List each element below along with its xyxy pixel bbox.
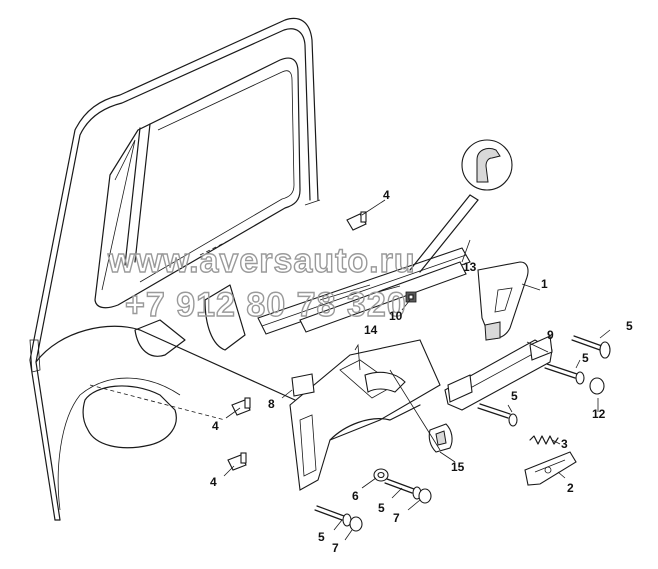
callout-2: 2: [567, 481, 574, 495]
handle-part-9: [444, 335, 553, 411]
callout-1: 1: [541, 277, 548, 291]
spring-part-3: [529, 435, 559, 445]
callout-5-bottom: 5: [318, 530, 325, 544]
callout-4-top: 4: [383, 188, 390, 202]
callout-10: 10: [389, 309, 403, 323]
screws-and-caps: [314, 335, 611, 532]
callout-13: 13: [463, 260, 477, 274]
callout-5-lower: 5: [378, 501, 385, 515]
watermark-phone: +7 912 80 78 320: [125, 286, 407, 324]
callout-9: 9: [547, 328, 554, 342]
leader-lines: [223, 199, 611, 541]
callout-15: 15: [451, 460, 465, 474]
guide-rail-part-13: [409, 194, 479, 273]
callout-12: 12: [592, 407, 606, 421]
callout-5-top-right: 5: [626, 319, 633, 333]
callout-4-middle: 4: [212, 419, 219, 433]
latch-plate-part-2: [524, 451, 577, 486]
callout-4-bottom: 4: [210, 475, 217, 489]
watermark-url: www.aversauto.ru: [107, 242, 416, 280]
callout-labels: 1 2 3 4 4 4 5 5 5 5 5 6 7 7 8 9 10 12 13…: [210, 188, 633, 555]
callout-6: 6: [352, 489, 359, 503]
watermark: www.aversauto.ru +7 912 80 78 320: [106, 241, 416, 324]
inner-trim-panel: [289, 339, 441, 491]
lock-bracket-part-1: [477, 261, 529, 341]
callout-3: 3: [561, 437, 568, 451]
grommet-part-15: [428, 423, 453, 453]
clip-part-10: [405, 291, 417, 303]
window-channel-part-14: [257, 247, 471, 335]
callout-5-mid-right: 5: [582, 351, 589, 365]
callout-8: 8: [268, 397, 275, 411]
door-panel: [29, 17, 319, 521]
callout-14: 14: [364, 323, 378, 337]
callout-7-bottom: 7: [332, 541, 339, 555]
detail-bubble: [461, 139, 513, 191]
callout-7-right: 7: [393, 511, 400, 525]
callout-5-handle: 5: [511, 389, 518, 403]
pad-part-8: [291, 373, 315, 397]
